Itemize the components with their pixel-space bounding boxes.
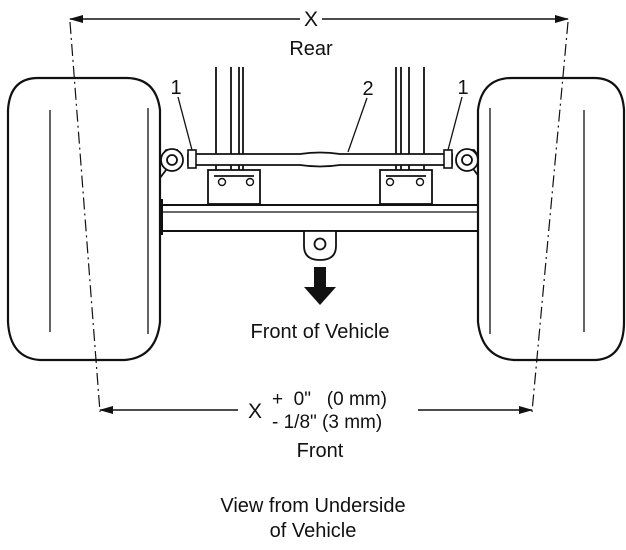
- callout-1-right: 1: [457, 77, 468, 99]
- front-label: Front: [297, 440, 344, 462]
- callout-2: 2: [362, 78, 373, 100]
- front-dimension-symbol: X: [248, 400, 262, 423]
- tie-rod-end-right: [455, 148, 479, 172]
- caption-line-1: View from Underside: [220, 495, 406, 517]
- rear-label: Rear: [289, 38, 333, 60]
- tolerance-plus: + 0" (0 mm): [272, 389, 387, 410]
- callout-1-left: 1: [170, 77, 181, 99]
- tie-rod-end-left: [160, 148, 184, 172]
- rear-dimension-symbol: X: [304, 8, 318, 31]
- left-tire: [6, 76, 162, 362]
- tire-centerlines: [69, 21, 569, 413]
- front-of-vehicle-label: Front of Vehicle: [251, 321, 390, 343]
- front-direction-arrow: [304, 267, 336, 305]
- callout-leaders: [177, 96, 463, 153]
- caption-line-2: of Vehicle: [269, 520, 357, 542]
- bracket-bolts: [217, 177, 425, 187]
- right-tire: [476, 76, 626, 362]
- front-axle-beam: [147, 199, 495, 235]
- tow-hitch: [303, 230, 337, 261]
- tie-rod: [187, 151, 453, 168]
- tolerance-minus: - 1/8" (3 mm): [272, 412, 382, 433]
- axle-mount-brackets: [207, 169, 433, 205]
